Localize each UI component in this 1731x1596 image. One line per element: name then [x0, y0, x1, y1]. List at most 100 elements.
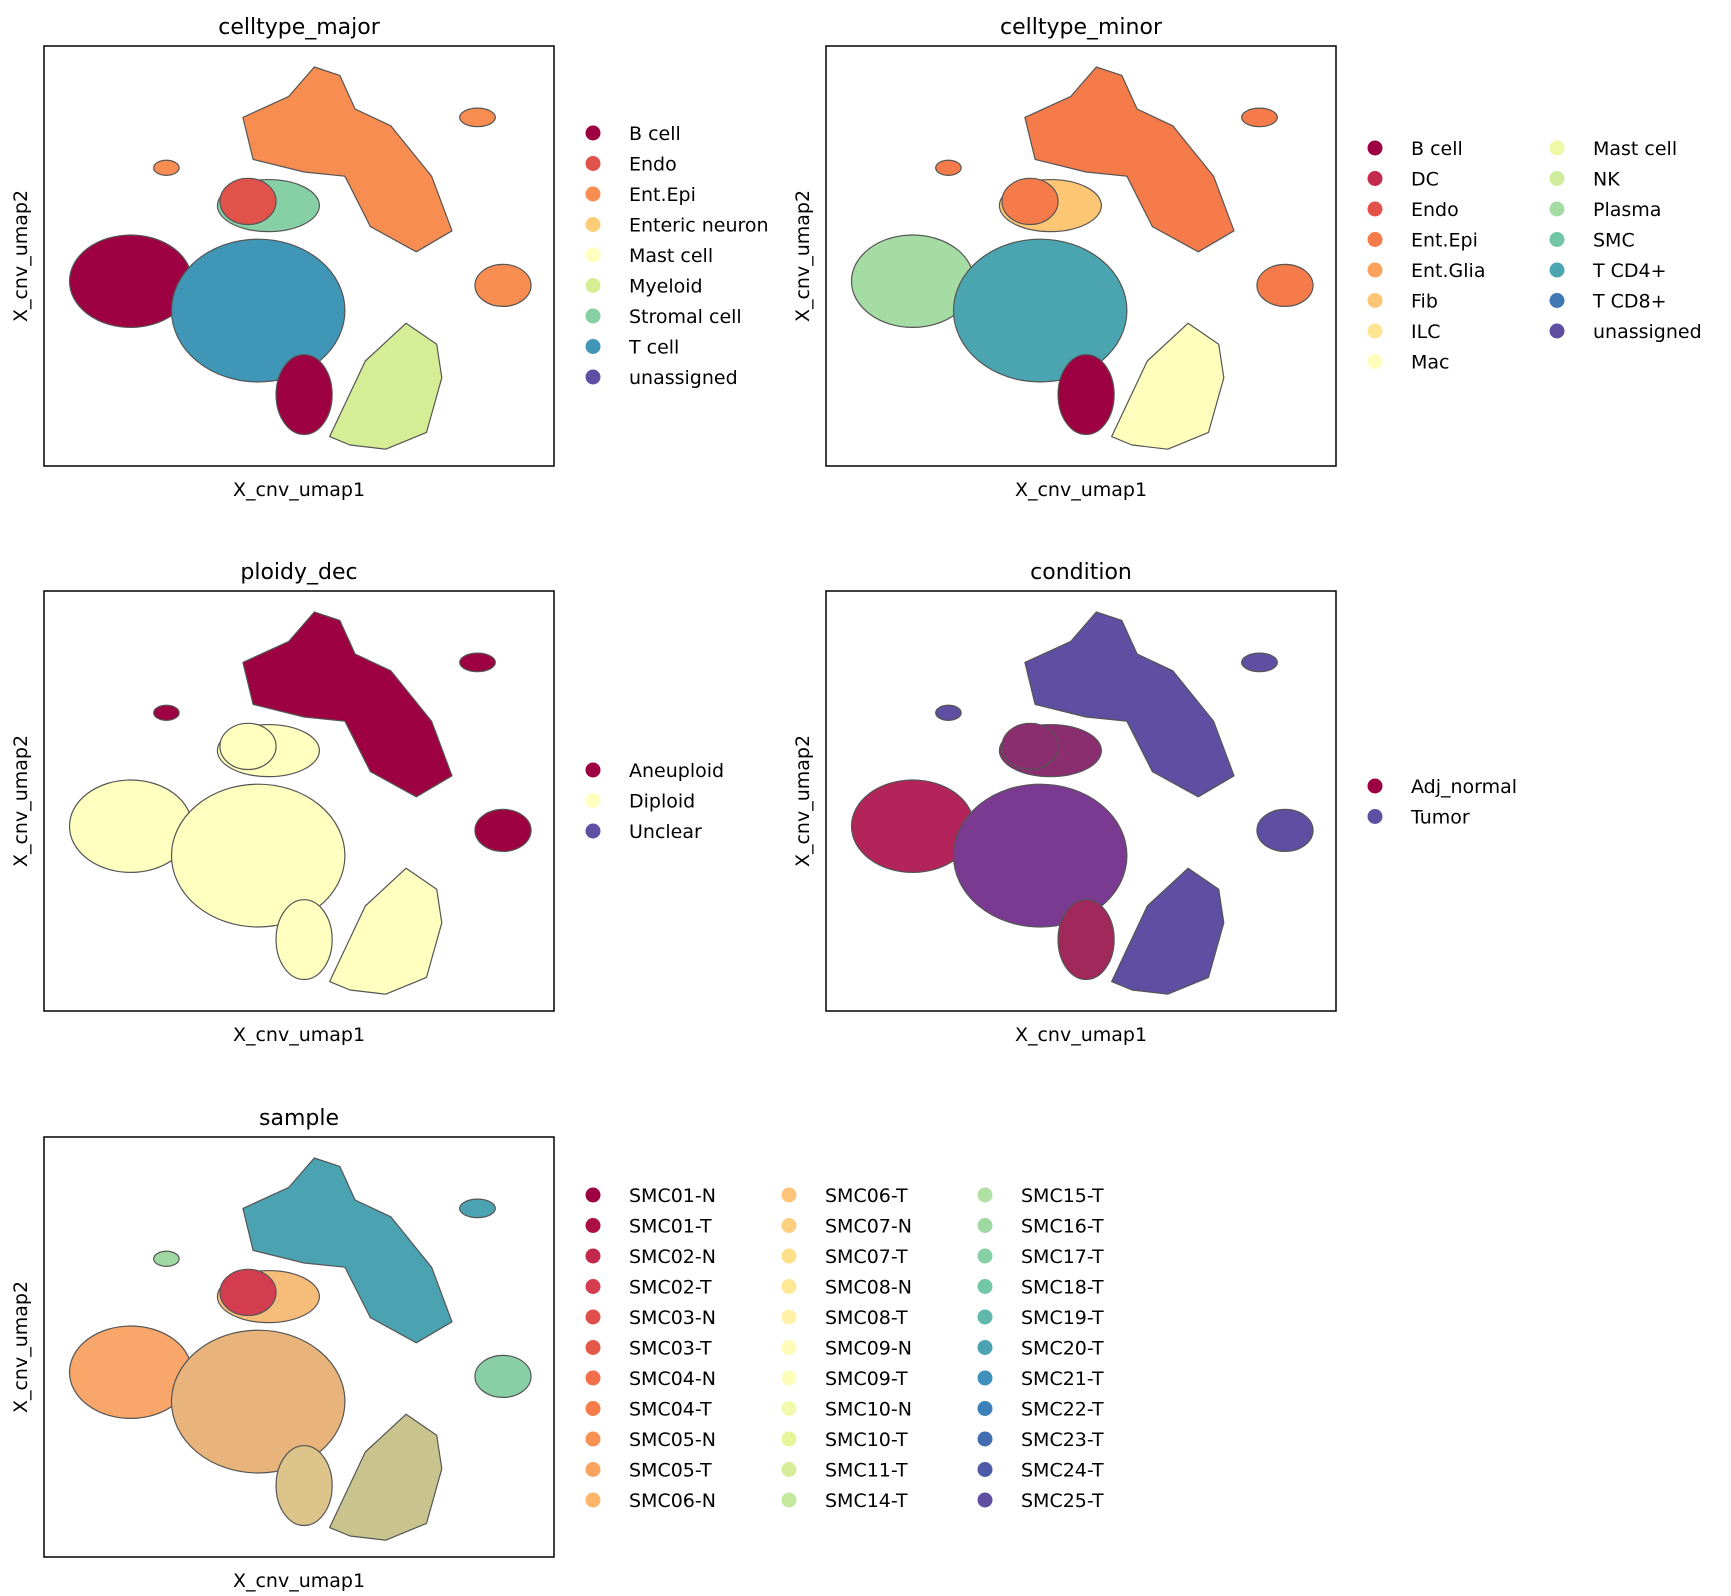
legend-marker: [585, 217, 601, 232]
legend-label: SMC24-T: [1021, 1460, 1104, 1482]
legend-marker: [977, 1279, 993, 1294]
legend-label: Mast cell: [1593, 138, 1677, 160]
legend-marker: [1549, 140, 1565, 156]
legend-label: unassigned: [1593, 321, 1702, 343]
legend-marker: [585, 1187, 601, 1203]
legend-marker: [1367, 809, 1383, 824]
legend-label: Ent.Glia: [1411, 260, 1485, 282]
cluster-center: [952, 783, 1128, 928]
legend-label: SMC04-N: [629, 1368, 716, 1390]
cluster-upper-left2: [1001, 722, 1059, 771]
cluster-small-left: [153, 159, 180, 176]
cluster-small-left: [935, 704, 962, 721]
cluster-small-left: [153, 704, 180, 721]
legend-marker: [781, 1370, 797, 1386]
legend-label: SMC05-N: [629, 1429, 716, 1451]
cluster-upper-left2: [1001, 177, 1059, 226]
cluster-right-lower: [329, 322, 443, 450]
cluster-center: [170, 783, 346, 928]
legend-label: Myeloid: [629, 276, 703, 298]
legend-label: SMC17-T: [1021, 1246, 1104, 1268]
legend-label: SMC08-N: [825, 1277, 912, 1299]
legend-marker: [585, 156, 601, 171]
legend-marker: [977, 1340, 993, 1355]
cluster-center: [952, 238, 1128, 383]
legend-label: Ent.Epi: [629, 184, 696, 206]
legend-marker: [1367, 323, 1383, 339]
legend-label: Stromal cell: [629, 306, 742, 328]
cluster-center: [170, 1329, 346, 1474]
legend-label: SMC23-T: [1021, 1429, 1104, 1451]
legend-label: SMC02-T: [629, 1277, 712, 1299]
legend-marker: [1367, 293, 1383, 308]
legend-marker: [977, 1218, 993, 1233]
legend-label: NK: [1593, 169, 1620, 191]
legend-marker: [781, 1187, 797, 1203]
legend-label: T cell: [628, 337, 679, 359]
legend-marker: [585, 1492, 601, 1508]
legend-marker: [585, 369, 601, 385]
legend-marker: [781, 1462, 797, 1477]
plot-frame: [43, 590, 555, 1012]
cluster-top: [242, 611, 453, 798]
legend-label: SMC01-T: [629, 1216, 712, 1238]
legend-marker: [585, 1218, 601, 1233]
panel-title: sample: [259, 1106, 339, 1131]
x-axis-label: X_cnv_umap1: [233, 479, 365, 501]
legend-label: SMC02-N: [629, 1246, 716, 1268]
legend-marker: [1367, 778, 1383, 794]
legend-marker: [781, 1431, 797, 1447]
legend-label: SMC08-T: [825, 1307, 908, 1329]
legend-label: Fib: [1411, 291, 1438, 313]
y-axis-label: X_cnv_umap2: [10, 1281, 32, 1413]
legend-label: B cell: [629, 123, 681, 145]
legend-marker: [977, 1187, 993, 1203]
cluster-upper-left2: [219, 177, 277, 226]
legend-marker: [585, 1462, 601, 1477]
legend-marker: [977, 1248, 993, 1264]
cluster-lower: [1057, 354, 1115, 436]
legend-marker: [1549, 293, 1565, 308]
legend-label: SMC19-T: [1021, 1307, 1104, 1329]
legend-marker: [585, 308, 601, 324]
legend-marker: [585, 1401, 601, 1416]
legend-marker: [1549, 232, 1565, 247]
legend-label: Plasma: [1593, 199, 1661, 221]
legend-label: Endo: [1411, 199, 1459, 221]
legend-marker: [585, 823, 601, 839]
legend-marker: [585, 125, 601, 141]
legend-label: SMC11-T: [825, 1460, 908, 1482]
legend-marker: [1367, 201, 1383, 217]
legend-marker: [585, 1248, 601, 1264]
cluster-small-top: [459, 107, 496, 128]
legend-marker: [1367, 140, 1383, 156]
legend-label: Adj_normal: [1411, 776, 1517, 798]
legend-marker: [585, 1370, 601, 1386]
legend-label: Mast cell: [629, 245, 713, 267]
cluster-right-lower: [1110, 322, 1225, 450]
legend-marker: [585, 247, 601, 263]
legend-label: T CD8+: [1592, 291, 1667, 313]
cluster-right-lower: [329, 1413, 443, 1541]
legend-marker: [585, 339, 601, 354]
plot-frame: [43, 1136, 555, 1558]
legend-label: SMC03-T: [629, 1338, 712, 1360]
panel-title: celltype_major: [218, 15, 380, 40]
legend-label: SMC07-T: [825, 1246, 908, 1268]
legend-marker: [977, 1370, 993, 1386]
panel-title: ploidy_dec: [240, 560, 357, 585]
legend-label: SMC10-T: [825, 1429, 908, 1451]
cluster-upper-left2: [219, 1268, 277, 1317]
legend-marker: [977, 1401, 993, 1416]
legend-label: SMC06-T: [825, 1185, 908, 1207]
cluster-top: [1024, 611, 1235, 798]
legend-label: SMC16-T: [1021, 1216, 1104, 1238]
legend-marker: [585, 186, 601, 202]
legend-marker: [1367, 262, 1383, 278]
legend-marker: [1549, 323, 1565, 339]
cluster-lower: [275, 899, 333, 981]
cluster-top: [1024, 66, 1235, 253]
